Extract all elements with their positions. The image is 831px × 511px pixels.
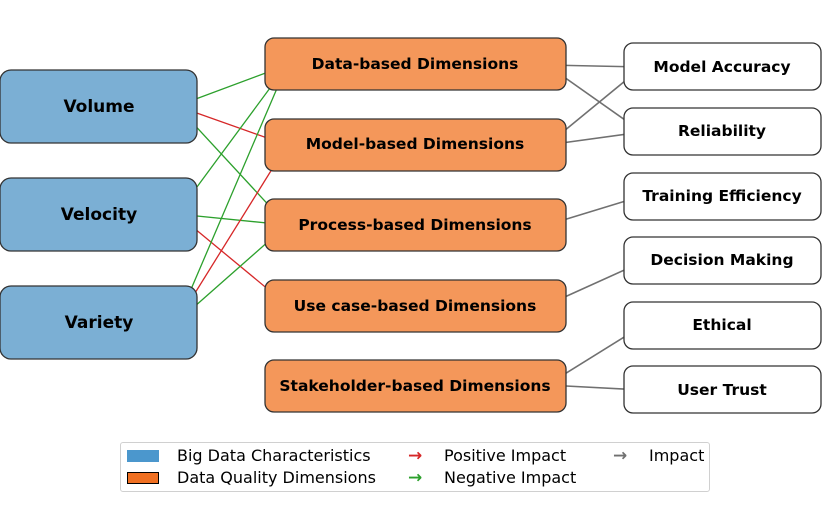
node-model-based-label: Model-based Dimensions [306,135,525,153]
legend-swatch-big-data [127,450,159,462]
legend-swatch-dq [127,472,159,484]
node-process-based-label: Process-based Dimensions [298,216,531,234]
legend-label-positive: Positive Impact [444,446,567,465]
node-velocity: Velocity [0,177,198,252]
node-velocity-label: Velocity [61,205,137,225]
legend-arrow-positive-icon: → [408,446,423,466]
node-variety: Variety [0,285,198,360]
node-user-trust-label: User Trust [677,381,767,399]
node-model-based: Model-based Dimensions [264,118,567,172]
legend-label-negative: Negative Impact [444,468,577,487]
node-user-trust: User Trust [623,365,822,414]
impact-diagram: Volume Velocity Variety Data-based Dimen… [0,37,822,414]
legend-label-dq: Data Quality Dimensions [177,468,376,487]
node-model-accuracy: Model Accuracy [623,42,822,91]
node-ethical-label: Ethical [692,316,751,334]
node-training-efficiency: Training Efficiency [623,172,822,221]
legend-label-impact: Impact [649,446,705,465]
node-use-case-based-label: Use case-based Dimensions [294,297,537,315]
node-stakeholder-based: Stakeholder-based Dimensions [264,359,567,413]
node-volume-label: Volume [63,97,134,117]
node-volume: Volume [0,69,198,144]
legend-arrow-impact-icon: → [613,446,628,466]
node-data-based-label: Data-based Dimensions [312,55,519,73]
node-stakeholder-based-label: Stakeholder-based Dimensions [279,377,550,395]
node-training-efficiency-label: Training Efficiency [642,187,801,205]
node-reliability-label: Reliability [678,122,766,140]
node-decision-making: Decision Making [623,236,822,285]
node-decision-making-label: Decision Making [650,251,793,269]
node-ethical: Ethical [623,301,822,350]
edge-variety-to-data-based [176,64,288,323]
node-use-case-based: Use case-based Dimensions [264,279,567,333]
legend-arrow-negative-icon: → [408,468,423,488]
legend-label-big-data: Big Data Characteristics [177,446,371,465]
node-data-based: Data-based Dimensions [264,37,567,91]
node-model-accuracy-label: Model Accuracy [653,58,790,76]
node-reliability: Reliability [623,107,822,156]
node-process-based: Process-based Dimensions [264,198,567,252]
node-variety-label: Variety [65,313,134,333]
legend: Big Data Characteristics Data Quality Di… [120,442,710,492]
